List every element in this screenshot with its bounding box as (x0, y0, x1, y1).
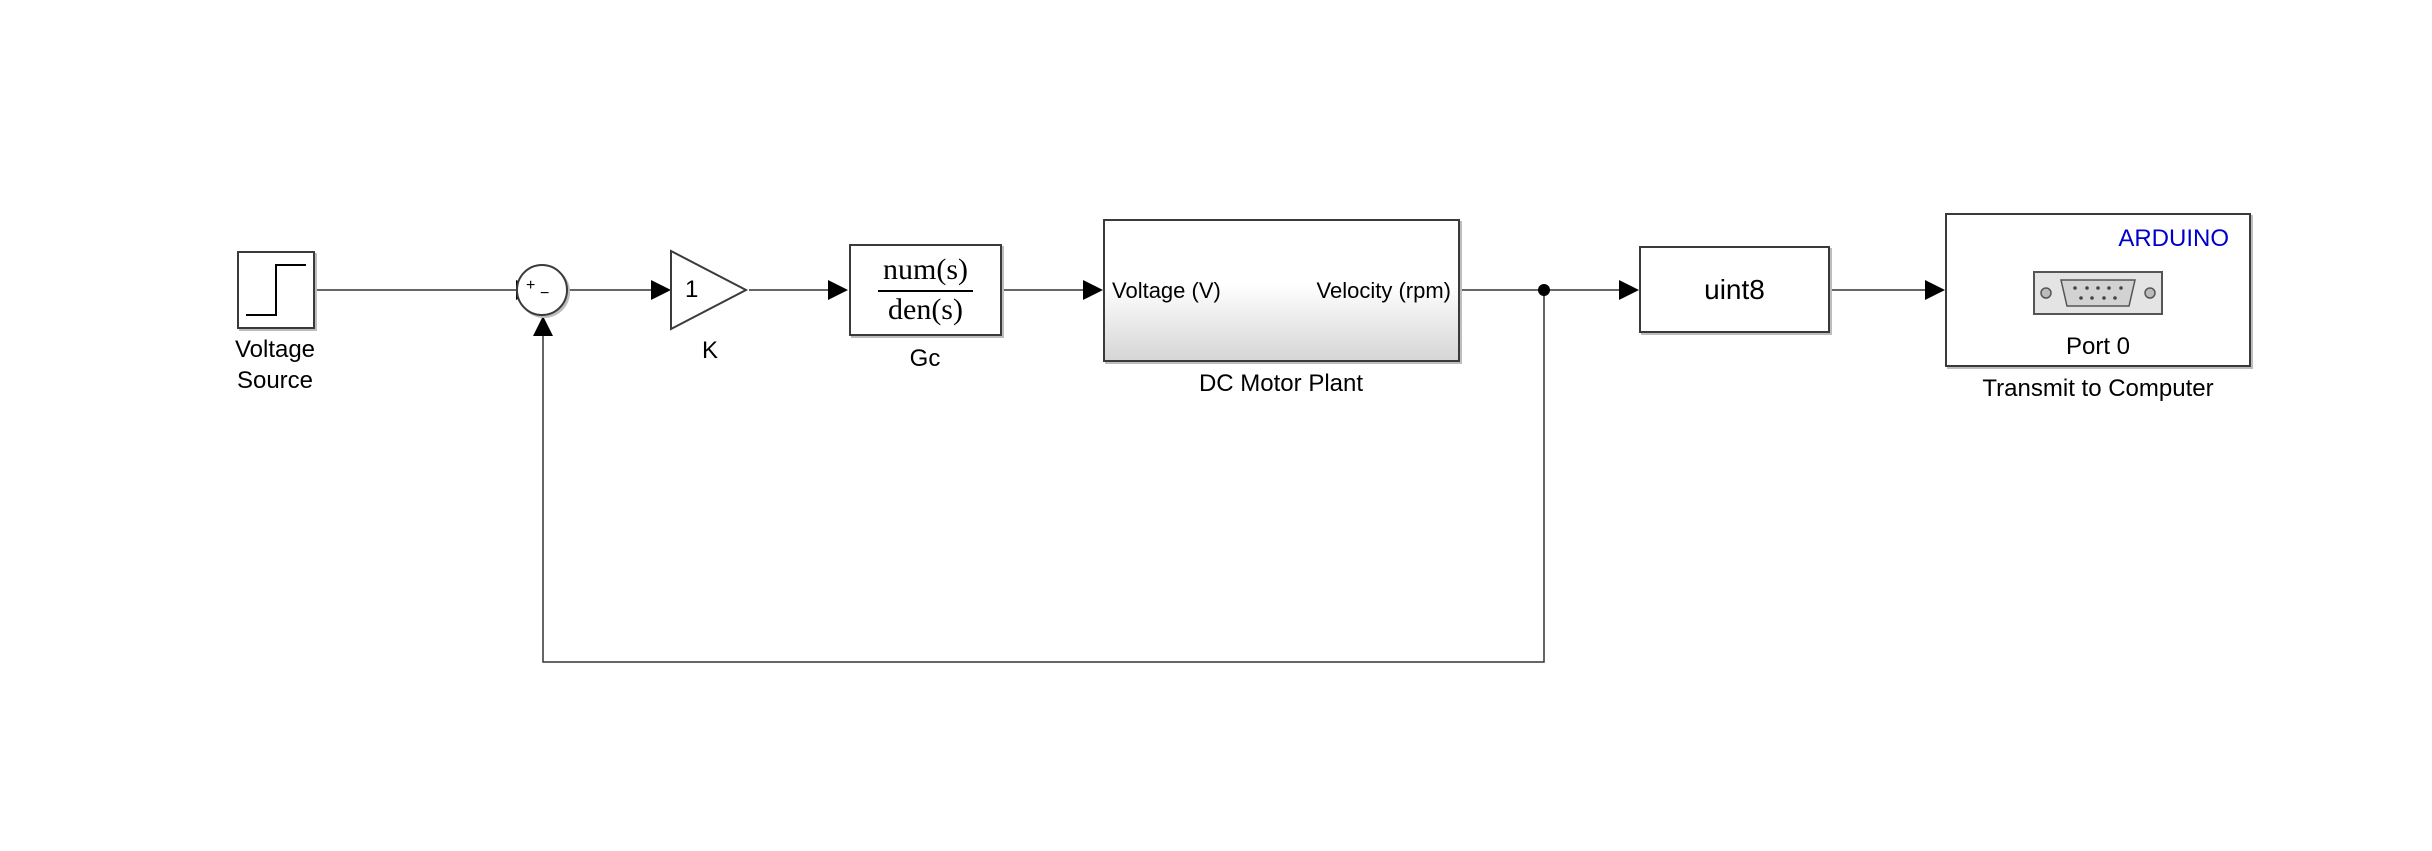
sum-block[interactable]: + − (516, 264, 568, 316)
arrow-tf-to-plant (1083, 280, 1103, 300)
gain-block[interactable] (668, 248, 750, 332)
tf-fraction-bar (878, 290, 973, 292)
conversion-text: uint8 (1704, 274, 1765, 305)
plant-input-port-label: Voltage (V) (1112, 278, 1221, 303)
serial-connector-icon (2033, 271, 2163, 315)
branch-point (1538, 284, 1550, 296)
step-block[interactable] (237, 251, 315, 329)
plant-output-port-label: Velocity (rpm) (1316, 278, 1451, 303)
arrow-sum-to-gain (651, 280, 671, 300)
arrow-gain-to-tf (828, 280, 848, 300)
serial-transmit-block[interactable]: ARDUINO Port 0 (1945, 213, 2251, 367)
gain-value: 1 (685, 276, 699, 303)
arrow-feedback-to-sum (533, 316, 553, 336)
uint8-conversion-block[interactable]: uint8 (1639, 246, 1830, 333)
step-icon (246, 264, 306, 316)
sum-plus-sign: + (526, 277, 536, 294)
dc-motor-plant-block[interactable]: Voltage (V) Velocity (rpm) (1103, 219, 1460, 362)
feedback-line[interactable] (542, 290, 1545, 663)
tf-numerator: num(s) (883, 253, 968, 286)
serial-block-label: Transmit to Computer (1982, 375, 2214, 402)
serial-port-label: Port 0 (2065, 333, 2131, 360)
transfer-function-block[interactable]: num(s) den(s) (849, 244, 1002, 336)
arrow-plant-to-convert (1619, 280, 1639, 300)
sum-minus-sign: − (540, 285, 550, 302)
step-label-line2: Source (236, 367, 314, 394)
arrow-convert-to-serial (1925, 280, 1945, 300)
plant-label: DC Motor Plant (1198, 370, 1364, 397)
tf-denominator: den(s) (888, 293, 963, 326)
tf-label: Gc (909, 345, 941, 372)
step-label-line1: Voltage (234, 336, 316, 363)
gain-label: K (701, 337, 718, 364)
arduino-brand-label: ARDUINO (2118, 225, 2229, 252)
